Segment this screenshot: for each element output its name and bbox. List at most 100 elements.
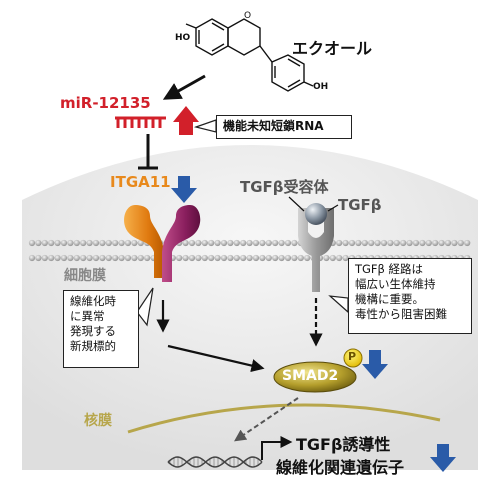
membrane-bead	[355, 239, 362, 247]
callout-tgf-line: 毒性から阻害困難	[355, 307, 447, 321]
membrane-bead	[35, 254, 42, 262]
membrane-bead	[208, 239, 215, 247]
membrane-bead	[54, 254, 61, 262]
membrane-bead	[240, 254, 247, 262]
membrane-bead	[412, 239, 420, 247]
membrane-bead	[112, 254, 119, 262]
membrane-bead	[73, 254, 80, 262]
membrane-bead	[252, 254, 260, 262]
tgf-receptor-icon	[298, 208, 334, 292]
membrane-bead	[374, 239, 381, 247]
membrane-bead	[80, 254, 87, 262]
transcription-arrow	[261, 436, 293, 460]
membrane-bead	[54, 239, 61, 247]
membrane-bead	[80, 239, 87, 247]
membrane-bead	[73, 239, 80, 247]
membrane-bead	[400, 239, 407, 247]
membrane-bead	[201, 239, 208, 247]
membrane-bead	[393, 239, 400, 247]
genes-down-arrow-icon	[430, 444, 456, 472]
membrane-bead	[425, 239, 432, 247]
membrane-bead	[252, 239, 260, 247]
callout-fibro-line: に異常	[70, 309, 105, 323]
membrane-bead	[380, 239, 388, 247]
membrane-bead	[272, 239, 279, 247]
membrane-bead	[131, 254, 138, 262]
membrane-bead	[112, 239, 119, 247]
dna-helix-icon	[167, 456, 263, 468]
membrane-bead	[214, 254, 221, 262]
membrane-bead	[60, 239, 68, 247]
itga11-down-arrow-icon	[171, 176, 197, 203]
dna-strand	[167, 456, 263, 468]
membrane-bead	[342, 254, 349, 262]
callout-fibro-pointer	[136, 287, 154, 327]
membrane-bead	[227, 254, 234, 262]
callout-tgf-line: 幅広い生体維持	[355, 277, 436, 291]
ligand-leader	[327, 204, 339, 212]
dna-strand	[167, 456, 263, 468]
mirna-label: miR-12135	[60, 94, 151, 112]
membrane-bead	[272, 254, 279, 262]
membrane-bead	[464, 239, 471, 247]
membrane-bead	[86, 239, 93, 247]
membrane-bead	[444, 239, 452, 247]
membrane-bead	[67, 239, 74, 247]
membrane-bead	[35, 239, 42, 247]
membrane-bead	[284, 254, 292, 262]
membrane-bead	[259, 254, 266, 262]
equol-label: エクオール	[292, 39, 373, 58]
membrane-bead	[304, 254, 311, 262]
membrane-bead	[48, 254, 55, 262]
arrow-to-smad2	[167, 344, 265, 373]
callout-rna: 機能未知短鎖RNA	[216, 115, 352, 139]
membrane-bead	[188, 254, 196, 262]
membrane-bead	[220, 254, 228, 262]
phospho-label: P	[348, 350, 357, 363]
membrane-bead	[291, 239, 298, 247]
oh-top-label: HO	[175, 33, 191, 43]
membrane-bead	[297, 254, 304, 262]
upregulation-arrow-icon	[173, 106, 199, 135]
membrane-bead	[361, 239, 368, 247]
membrane-bead	[137, 239, 144, 247]
genes-line1: TGFβ誘導性	[296, 435, 391, 454]
arrow-equol-to-mirna	[162, 74, 206, 100]
membrane-bead	[278, 254, 285, 262]
callout-fibro-line: 発現する	[70, 324, 116, 338]
membrane-bead	[208, 254, 215, 262]
membrane-bead	[233, 254, 240, 262]
callout-fibro: 線維化時 に異常 発現する 新規標的	[63, 290, 139, 368]
membrane-bead	[99, 254, 106, 262]
membrane-bead	[336, 254, 343, 262]
membrane-bead	[246, 239, 253, 247]
membrane-bead	[105, 254, 112, 262]
membrane-bead	[259, 239, 266, 247]
membrane-bead	[182, 239, 189, 247]
membrane-bead	[265, 239, 272, 247]
membrane-bead	[419, 239, 426, 247]
callout-rna-text: 機能未知短鎖RNA	[223, 119, 324, 133]
nuclear-label: 核膜	[84, 413, 112, 429]
tgf-ligand-label: TGFβ	[338, 196, 382, 214]
membrane-bead	[131, 239, 138, 247]
membrane-bead	[182, 254, 189, 262]
membrane-bead	[124, 239, 132, 247]
nuclear-membrane	[127, 403, 441, 434]
itga11-subunit-magenta	[162, 205, 201, 282]
itga11-label: ITGA11	[110, 173, 171, 191]
membrane-bead	[233, 239, 240, 247]
membrane-bead	[323, 254, 330, 262]
membrane-bead	[291, 254, 298, 262]
membrane-bead	[240, 239, 247, 247]
membrane-bead	[118, 254, 125, 262]
callout-fibro-line: 線維化時	[70, 294, 116, 308]
membrane-bead	[227, 239, 234, 247]
membrane-bead	[118, 239, 125, 247]
callout-tgf: TGFβ 経路は 幅広い生体維持 機構に重要。 毒性から阻害困難	[348, 258, 472, 334]
membrane-bead	[28, 254, 36, 262]
membrane-bead	[60, 254, 68, 262]
membrane-bead	[368, 239, 375, 247]
membrane-label: 細胞膜	[64, 268, 106, 284]
membrane-bead	[105, 239, 112, 247]
